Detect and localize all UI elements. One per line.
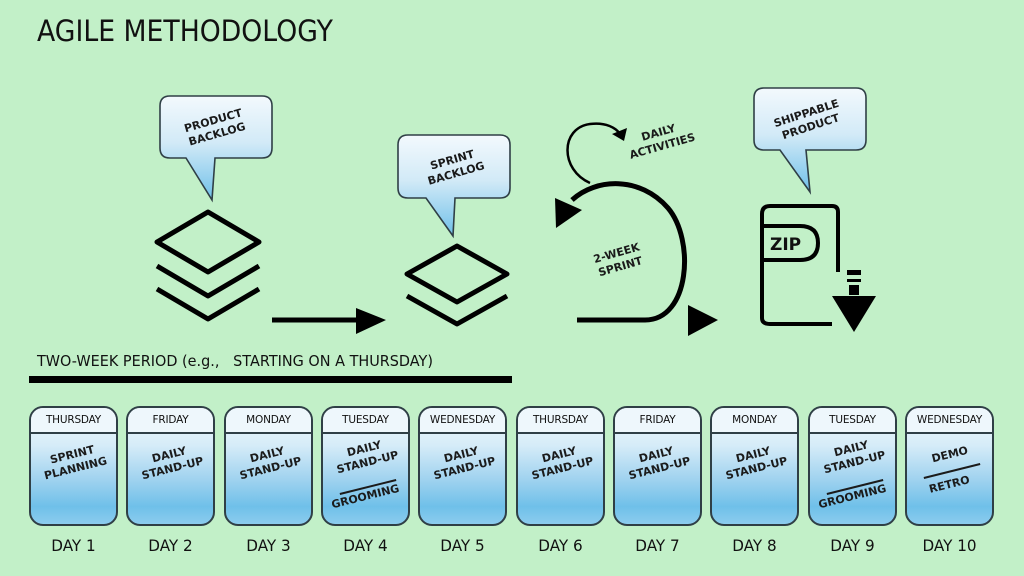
day-card: MONDAY DAILY STAND-UP [710, 406, 799, 526]
day-card: FRIDAY DAILY STAND-UP [126, 406, 215, 526]
day-activities: DAILY STAND-UP [420, 434, 505, 524]
weekday-label: WEDNESDAY [907, 408, 992, 434]
day-number-label: DAY 3 [246, 536, 291, 555]
day-activities: DAILY STAND-UP [226, 434, 311, 524]
activity-label: DAILY STAND-UP [237, 444, 303, 483]
layers-stack-icon [154, 209, 262, 322]
day-number-label: DAY 9 [830, 536, 875, 555]
day-number-label: DAY 5 [440, 536, 485, 555]
day-number-label: DAY 10 [922, 536, 977, 555]
weekday-label: FRIDAY [128, 408, 213, 434]
activity-label: SPRINT PLANNING [42, 442, 108, 483]
page-title: AGILE METHODOLOGY [37, 14, 333, 48]
day-card: THURSDAY DAILY STAND-UP [516, 406, 605, 526]
day-activities: DAILY STAND-UP [615, 434, 700, 524]
day-card: THURSDAY SPRINT PLANNING [29, 406, 118, 526]
activity-label: DAILY STAND-UP [626, 444, 692, 483]
day-number-label: DAY 4 [343, 536, 388, 555]
zip-file-download-icon: ZIP [760, 204, 876, 332]
activity-label: GROOMING [817, 481, 888, 512]
activity-label: DAILY STAND-UP [821, 438, 887, 477]
day-activities: DAILY STAND-UP GROOMING [810, 434, 895, 524]
weekday-label: MONDAY [712, 408, 797, 434]
day-card: WEDNESDAY DAILY STAND-UP [418, 406, 507, 526]
agile-flow-diagram: PRODUCT BACKLOG SPRINT BACKLOG DAILY ACT… [154, 87, 876, 336]
day-activities: SPRINT PLANNING [31, 434, 116, 524]
day-card: TUESDAY DAILY STAND-UP GROOMING [808, 406, 897, 526]
day-number-label: DAY 6 [538, 536, 583, 555]
sprint-backlog-bubble: SPRINT BACKLOG [397, 134, 511, 239]
activity-label: DAILY STAND-UP [431, 444, 497, 483]
day-activities: DAILY STAND-UP [128, 434, 213, 524]
weekday-label: TUESDAY [810, 408, 895, 434]
activity-label: DAILY STAND-UP [529, 444, 595, 483]
day-card: MONDAY DAILY STAND-UP [224, 406, 313, 526]
shippable-product-bubble: SHIPPABLE PRODUCT [753, 87, 867, 195]
day-activities: DAILY STAND-UP GROOMING [323, 434, 408, 524]
weekday-label: THURSDAY [31, 408, 116, 434]
layers-stack-icon [404, 243, 510, 327]
period-timeline-bar [29, 376, 512, 383]
weekday-label: FRIDAY [615, 408, 700, 434]
day-number-label: DAY 1 [51, 536, 96, 555]
daily-activities-loop-icon [566, 122, 627, 185]
activity-label: DAILY STAND-UP [723, 444, 789, 483]
weekday-label: WEDNESDAY [420, 408, 505, 434]
day-number-label: DAY 8 [732, 536, 777, 555]
day-activities: DAILY STAND-UP [518, 434, 603, 524]
day-card: FRIDAY DAILY STAND-UP [613, 406, 702, 526]
activity-label: DAILY STAND-UP [139, 444, 205, 483]
flow-arrow-icon [272, 308, 386, 334]
activity-label: DAILY STAND-UP [334, 438, 400, 477]
day-number-label: DAY 2 [148, 536, 193, 555]
weekday-label: THURSDAY [518, 408, 603, 434]
day-card: TUESDAY DAILY STAND-UP GROOMING [321, 406, 410, 526]
weekday-label: MONDAY [226, 408, 311, 434]
zip-label: ZIP [770, 235, 801, 255]
day-activities: DAILY STAND-UP [712, 434, 797, 524]
weekday-label: TUESDAY [323, 408, 408, 434]
day-number-label: DAY 7 [635, 536, 680, 555]
period-label: TWO-WEEK PERIOD (e.g., STARTING ON A THU… [37, 352, 433, 370]
product-backlog-bubble: PRODUCT BACKLOG [159, 95, 273, 203]
activity-label: GROOMING [330, 481, 401, 512]
sprint-cycle-arrow-icon [555, 181, 718, 336]
activity-label: RETRO [927, 473, 971, 496]
